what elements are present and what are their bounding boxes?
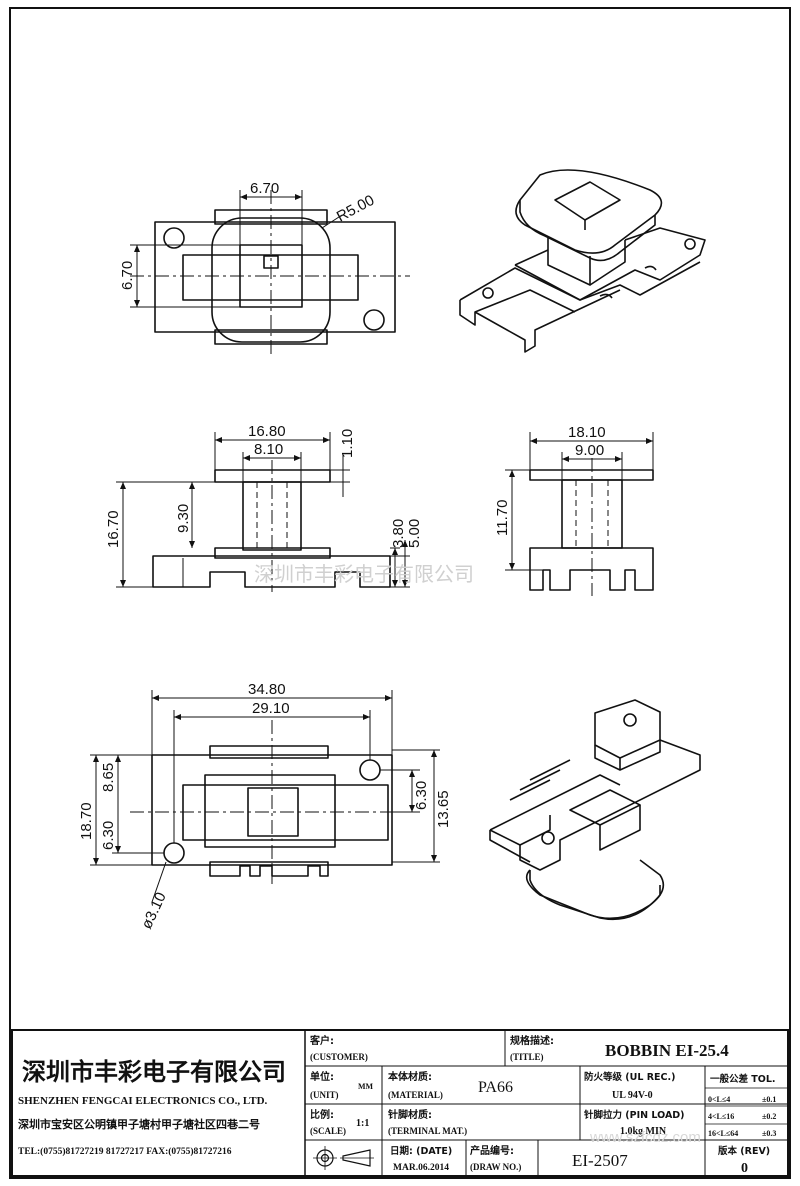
dim-front-flange: 16.80	[248, 423, 286, 440]
company-watermark: 深圳市丰彩电子有限公司	[254, 562, 474, 586]
dim-bottom-inner: 13.65	[435, 790, 452, 828]
fire-rating-value: UL 94V-0	[612, 1090, 653, 1101]
dim-bottom-hole-pitch: 29.10	[252, 700, 290, 717]
title-value: BOBBIN EI-25.4	[605, 1041, 729, 1060]
customer-label-en: (CUSTOMER)	[310, 1052, 368, 1062]
pin-load-label: 针脚拉力 (PIN LOAD)	[584, 1109, 685, 1121]
projection-symbol-icon	[313, 1146, 374, 1170]
dim-side-core: 9.00	[575, 442, 604, 459]
tolerance-value-1: ±0.1	[762, 1095, 776, 1104]
dimension-lines	[90, 190, 654, 903]
date-value: MAR.06.2014	[393, 1163, 449, 1173]
unit-label-cn: 单位:	[310, 1070, 334, 1083]
title-label-cn: 规格描述:	[510, 1034, 554, 1047]
dim-side-flange: 18.10	[568, 424, 606, 441]
dim-bottom-half-a: 8.65	[100, 763, 117, 792]
dim-top-height: 6.70	[119, 261, 136, 290]
date-label: 日期: (DATE)	[390, 1145, 452, 1157]
dim-bottom-half-b: 6.30	[100, 821, 117, 850]
terminal-label-en: (TERMINAL MAT.)	[388, 1126, 467, 1136]
fire-rating-label: 防火等级 (UL REC.)	[584, 1071, 675, 1083]
dim-side-height: 11.70	[494, 500, 511, 536]
draw-no-value: EI-2507	[572, 1151, 628, 1170]
title-label-en: (TITLE)	[510, 1052, 544, 1062]
dim-front-base-step: 3.80	[390, 519, 407, 548]
dim-front-base-height: 5.00	[406, 519, 423, 548]
pin-load-value: 1.0kg MIN	[620, 1126, 667, 1137]
customer-label-cn: 客户:	[309, 1034, 334, 1047]
tolerance-value-3: ±0.3	[762, 1129, 776, 1138]
dim-front-flange-thick: 1.10	[339, 429, 356, 458]
iso-view-top	[459, 169, 706, 353]
tolerance-value-2: ±0.2	[762, 1112, 776, 1121]
iso-view-bottom	[489, 699, 701, 921]
bottom-view	[130, 720, 410, 885]
material-label-en: (MATERIAL)	[388, 1090, 443, 1100]
top-view	[130, 190, 410, 356]
company-name-cn: 深圳市丰彩电子有限公司	[22, 1058, 286, 1086]
dim-bottom-hole-offset: 6.30	[413, 781, 430, 810]
tolerance-range-2: 4<L≤16	[708, 1112, 734, 1121]
material-value: PA66	[478, 1079, 513, 1096]
scale-label-en: (SCALE)	[310, 1126, 346, 1136]
dim-top-radius: R5.00	[334, 192, 377, 226]
company-contact: TEL:(0755)81727219 81727217 FAX:(0755)81…	[18, 1146, 232, 1157]
scale-value: 1:1	[356, 1118, 369, 1129]
terminal-label-cn: 针脚材质:	[388, 1108, 432, 1121]
draw-no-label-cn: 产品编号:	[470, 1144, 514, 1157]
scale-label-cn: 比例:	[310, 1108, 334, 1121]
dim-front-core: 8.10	[254, 441, 283, 458]
revision-value: 0	[741, 1161, 748, 1176]
website-watermark: www.szfcdz.com	[589, 1129, 701, 1146]
dim-bottom-width: 18.70	[78, 802, 95, 840]
unit-value: MM	[358, 1082, 374, 1091]
dim-top-width: 6.70	[250, 180, 279, 197]
revision-label: 版本 (REV)	[717, 1145, 770, 1157]
dim-bottom-length: 34.80	[248, 681, 286, 698]
title-block: 深圳市丰彩电子有限公司 SHENZHEN FENGCAI ELECTRONICS…	[11, 1029, 789, 1177]
tolerance-label: 一般公差 TOL.	[710, 1073, 776, 1085]
draw-no-label-en: (DRAW NO.)	[470, 1162, 521, 1172]
company-name-en: SHENZHEN FENGCAI ELECTRONICS CO., LTD.	[18, 1095, 268, 1107]
dim-front-winding-height: 9.30	[175, 504, 192, 533]
side-view	[529, 458, 654, 596]
dim-bottom-hole-dia: ø3.10	[138, 890, 170, 932]
dim-front-total-height: 16.70	[105, 510, 122, 548]
tolerance-range-3: 16<L≤64	[708, 1129, 738, 1138]
sheet-border	[9, 7, 791, 1179]
unit-label-en: (UNIT)	[310, 1090, 339, 1100]
material-label-cn: 本体材质:	[388, 1070, 432, 1083]
company-address: 深圳市宝安区公明镇甲子塘村甲子塘社区四巷二号	[18, 1117, 260, 1131]
tolerance-range-1: 0<L≤4	[708, 1095, 730, 1104]
